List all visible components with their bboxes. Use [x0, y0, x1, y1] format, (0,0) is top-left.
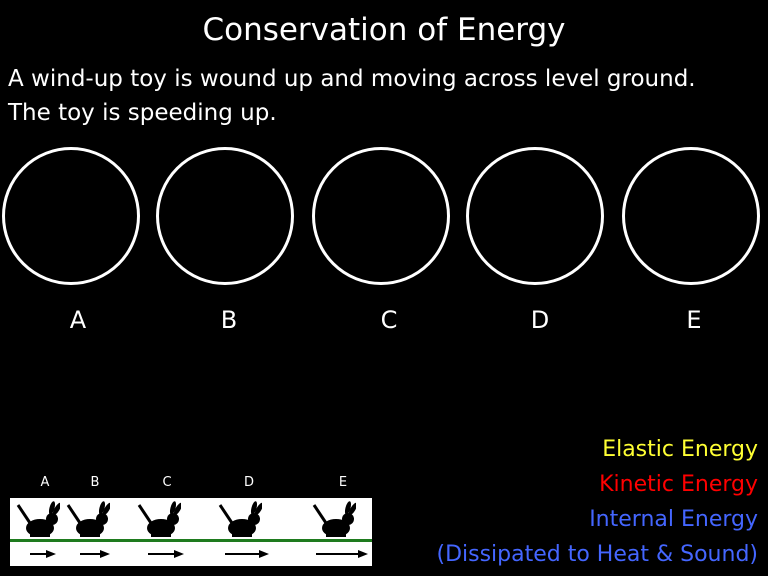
- strip-label-d: D: [243, 475, 254, 490]
- circle-label-d: D: [530, 306, 550, 334]
- strip-label-c: C: [162, 475, 172, 490]
- rabbit-toy-icon-e: [312, 501, 356, 537]
- circle-label-b: B: [220, 306, 238, 334]
- slide-description: A wind-up toy is wound up and moving acr…: [8, 62, 763, 130]
- strip-label-b: B: [90, 475, 100, 490]
- description-line-2: The toy is speeding up.: [8, 100, 277, 126]
- legend-kinetic: Kinetic Energy: [599, 472, 758, 497]
- velocity-arrow-icon-a: [30, 550, 56, 558]
- strip-label-e: E: [338, 475, 348, 490]
- velocity-arrow-icon-b: [80, 550, 110, 558]
- velocity-arrow-icon-c: [148, 550, 184, 558]
- circle-label-a: A: [69, 306, 87, 334]
- rabbit-toy-icon-b: [66, 501, 110, 537]
- energy-circle-d: [466, 147, 604, 285]
- motion-strip: [10, 498, 372, 566]
- energy-circle-b: [156, 147, 294, 285]
- description-line-1: A wind-up toy is wound up and moving acr…: [8, 66, 696, 92]
- legend-elastic: Elastic Energy: [602, 437, 758, 462]
- strip-label-a: A: [40, 475, 50, 490]
- energy-legend: Elastic Energy Kinetic Energy Internal E…: [436, 432, 758, 572]
- velocity-arrow-icon-d: [225, 550, 269, 558]
- legend-internal: Internal Energy: [589, 507, 758, 532]
- ground-line: [10, 539, 372, 542]
- energy-circle-e: [622, 147, 760, 285]
- rabbit-toy-icon-a: [16, 501, 60, 537]
- rabbit-toy-icon-c: [137, 501, 181, 537]
- energy-circle-c: [312, 147, 450, 285]
- rabbit-toy-icon-d: [218, 501, 262, 537]
- energy-circle-a: [2, 147, 140, 285]
- velocity-arrow-icon-e: [316, 550, 368, 558]
- slide-title: Conservation of Energy: [202, 12, 566, 48]
- circle-label-c: C: [380, 306, 398, 334]
- circle-label-e: E: [686, 306, 702, 334]
- legend-dissipated: (Dissipated to Heat & Sound): [436, 542, 758, 567]
